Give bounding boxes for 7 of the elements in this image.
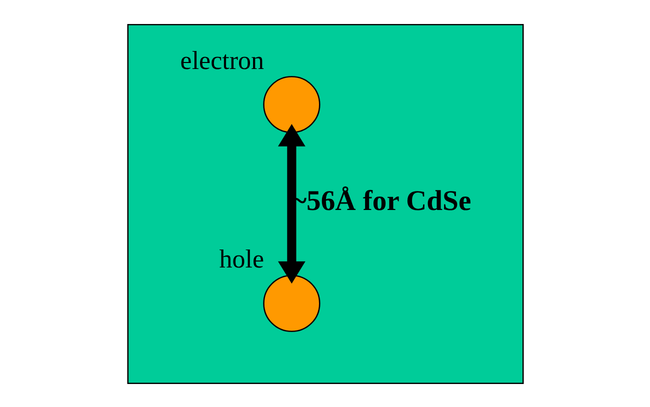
node-label: hole — [218, 244, 264, 274]
arrow — [278, 124, 305, 284]
node-circle — [262, 75, 320, 133]
cluster — [126, 23, 524, 384]
edge-label: ~56Å for CdSe — [291, 185, 471, 216]
node-circle — [262, 274, 320, 332]
node-label: electron — [180, 45, 264, 74]
